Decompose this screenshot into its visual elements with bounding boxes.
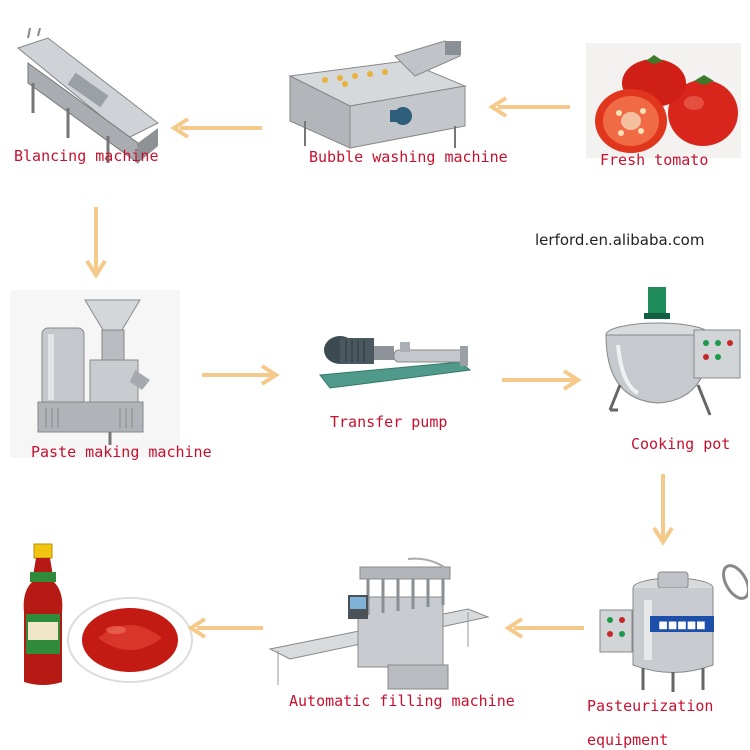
pump-icon (319, 336, 472, 389)
automatic-filling-machine-label: Automatic filling machine (289, 692, 515, 710)
pasteurizer-tank-icon: ■■■■■ (599, 564, 748, 692)
arrow-right-icon (502, 369, 582, 391)
washing-machine-icon (288, 40, 467, 149)
blanching-machine-label: Blancing machine (14, 147, 159, 165)
colloid-mill-icon (10, 290, 180, 458)
pasteurization-label-line1: Pasteurization (587, 697, 714, 715)
pasteurization-label-line2: equipment (587, 731, 669, 749)
svg-text:■■■■■: ■■■■■ (658, 620, 705, 631)
ketchup-bottle-icon (23, 543, 193, 685)
arrow-left-icon (504, 617, 584, 639)
transfer-pump-label: Transfer pump (330, 413, 448, 431)
watermark-text: lerford.en.alibaba.com (535, 231, 705, 249)
jacketed-kettle-icon (605, 287, 741, 416)
arrow-right-icon (202, 364, 280, 386)
bubble-washing-machine-label: Bubble washing machine (309, 148, 508, 166)
cooking-pot-label: Cooking pot (631, 435, 731, 453)
arrow-left-icon (170, 117, 262, 139)
arrow-down-icon (652, 474, 674, 546)
fresh-tomato-label: Fresh tomato (600, 151, 709, 169)
arrow-left-icon (187, 617, 263, 639)
arrow-down-icon (85, 207, 107, 279)
paste-making-machine-label: Paste making machine (31, 443, 212, 461)
filling-machine-icon (268, 557, 490, 690)
blanching-machine-icon (16, 28, 159, 164)
arrow-left-icon (488, 96, 570, 118)
tomato-icon (586, 43, 741, 158)
